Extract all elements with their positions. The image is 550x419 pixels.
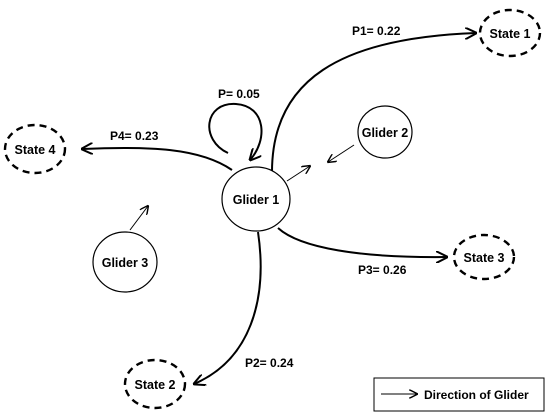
glider-3-label: Glider 3	[102, 256, 149, 270]
edge-to-state-1	[271, 33, 476, 173]
self-loop	[208, 102, 263, 160]
glider-2-node: Glider 2	[357, 105, 413, 159]
legend-label: Direction of Glider	[424, 388, 529, 402]
edge-to-state-2	[194, 231, 262, 384]
p1-label: P1= 0.22	[352, 24, 401, 38]
glider-1-node: Glider 1	[221, 166, 291, 232]
legend: Direction of Glider	[373, 377, 545, 412]
state-4-node: State 4	[3, 123, 67, 175]
self-loop-probability: P= 0.05	[218, 87, 260, 101]
glider-3-node: Glider 3	[92, 231, 158, 293]
state-1-node: State 1	[478, 8, 542, 58]
glider-1-label: Glider 1	[233, 193, 280, 207]
state-2-label: State 2	[135, 378, 176, 392]
state-3-node: State 3	[452, 233, 516, 281]
glider-1-direction-arrow	[286, 166, 310, 182]
p4-label: P4= 0.23	[110, 129, 159, 143]
edge-to-state-3	[277, 227, 447, 257]
edge-to-state-4	[82, 148, 233, 171]
p2-label: P2= 0.24	[245, 356, 294, 370]
state-3-label: State 3	[464, 251, 505, 265]
legend-box	[373, 377, 545, 412]
p3-label: P3= 0.26	[358, 263, 407, 277]
glider-3-direction-arrow	[129, 206, 148, 231]
state-4-label: State 4	[15, 143, 56, 157]
state-2-node: State 2	[123, 358, 187, 410]
state-1-label: State 1	[490, 27, 531, 41]
glider-2-label: Glider 2	[362, 126, 409, 140]
glider-2-direction-arrow	[328, 144, 355, 162]
